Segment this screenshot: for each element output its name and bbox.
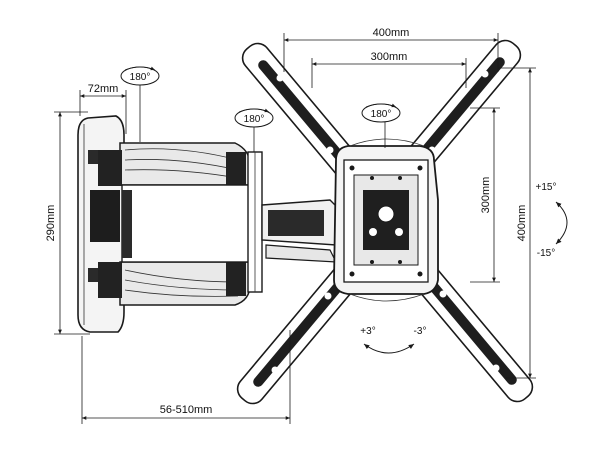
- dim-vesa-height-inner: 300mm: [480, 177, 492, 214]
- rotation-badge-mid-arm: 180°: [234, 108, 274, 128]
- level-indicator: [363, 343, 415, 354]
- rotation-badge-head: 180°: [361, 103, 401, 123]
- level-minus-label: -3°: [414, 326, 427, 337]
- dim-vesa-width-outer: 400mm: [373, 27, 410, 39]
- tilt-up-label: +15°: [536, 182, 557, 193]
- dim-wall-plate-height: 290mm: [45, 205, 57, 242]
- dim-vesa-height-outer: 400mm: [516, 205, 528, 242]
- wall-plate: [77, 115, 125, 333]
- rotation-label-head: 180°: [371, 109, 392, 120]
- arm-assembly: [98, 142, 337, 306]
- rotation-badge-wall-arm: 180°: [120, 66, 160, 86]
- dimension-lines: [54, 33, 536, 424]
- rotation-label-wall-arm: 180°: [130, 72, 151, 83]
- vesa-bracket: [236, 39, 534, 405]
- dim-plate-offset: 72mm: [88, 83, 119, 95]
- dim-vesa-width-inner: 300mm: [371, 51, 408, 63]
- tilt-down-label: -15°: [537, 248, 555, 259]
- tilt-indicator: [555, 201, 568, 245]
- rotation-label-mid-arm: 180°: [244, 114, 265, 125]
- level-plus-label: +3°: [360, 326, 375, 337]
- dim-extension: 56-510mm: [160, 404, 213, 416]
